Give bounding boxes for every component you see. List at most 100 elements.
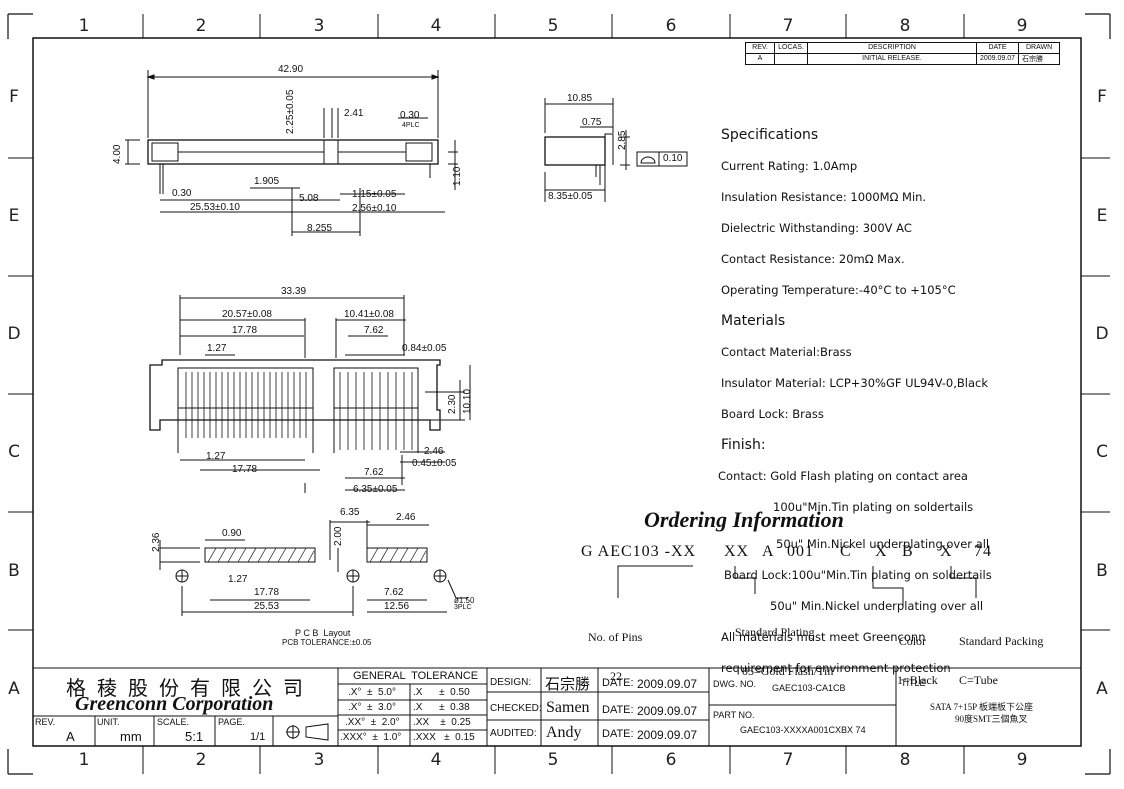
zone-col-3-bottom: 3 xyxy=(313,750,325,770)
dim-10-10: 10.10 xyxy=(462,388,473,414)
order-label-color: Color 1=Black xyxy=(887,609,938,700)
pcb-tolerance: PCB TOLERANCE:±0.05 xyxy=(282,638,372,647)
zone-row-f: F xyxy=(9,87,19,107)
dim-4plc: 4PLC xyxy=(402,122,420,129)
materials-heading: Materials xyxy=(721,312,786,329)
order-label-packing-title: Standard Packing xyxy=(959,634,1044,648)
dim-17-78-bottom: 17.78 xyxy=(232,464,258,475)
dim-10-85: 10.85 xyxy=(567,93,593,104)
spec-line: Dielectric Withstanding: 300V AC xyxy=(721,220,912,235)
order-label-pins-value: 22 xyxy=(610,669,622,683)
dim-0-75: 0.75 xyxy=(582,117,602,128)
pcb-dim-0-90: 0.90 xyxy=(222,528,242,539)
dim-2-25: 2.25±0.05 xyxy=(285,89,296,134)
checked-label: CHECKED: xyxy=(490,703,542,714)
order-label-plating-title: Standard Plating xyxy=(734,625,815,639)
unit-label: UNIT. xyxy=(97,717,120,727)
drawn-cell: 石宗勝 xyxy=(1018,53,1061,65)
finish-line: Board Lock:100u"Min.Tin plating on solde… xyxy=(724,567,992,582)
order-code-a: A xyxy=(762,543,775,560)
order-code-001: 001 xyxy=(787,543,814,560)
zone-col-9: 9 xyxy=(1016,16,1028,36)
finish-heading: Finish: xyxy=(721,436,766,453)
zone-col-1: 1 xyxy=(78,16,90,36)
zone-row-e: E xyxy=(8,206,20,226)
zone-col-4: 4 xyxy=(430,16,442,36)
dim-7-62-top: 7.62 xyxy=(364,325,384,336)
design-date: 2009.09.07 xyxy=(637,677,698,691)
spec-line: Insulation Resistance: 1000MΩ Min. xyxy=(721,189,927,204)
pcb-dim-3plc: 3PLC xyxy=(454,604,472,611)
order-code-c: C xyxy=(840,543,852,560)
order-label-packing-value: C=Tube xyxy=(959,673,999,687)
zone-row-c: C xyxy=(8,442,20,462)
material-line: Board Lock: Brass xyxy=(721,406,824,421)
zone-row-a-right: A xyxy=(1096,679,1108,699)
title-line-2: 90度SMT三個魚叉 xyxy=(955,714,1028,724)
tolerance-linear-3: .XX ± 0.25 xyxy=(413,717,471,728)
checked-date-label: DATE: xyxy=(602,704,634,716)
zone-col-9-bottom: 9 xyxy=(1016,750,1028,770)
front-view-drawing xyxy=(149,295,471,493)
dim-33-39: 33.39 xyxy=(281,286,307,297)
dim-0-30-bottom: 0.30 xyxy=(172,188,192,199)
dim-2-46: 2.46 xyxy=(424,446,444,457)
pcb-dim-2-46: 2.46 xyxy=(396,512,416,523)
title-label: TITLE xyxy=(901,678,926,688)
audited-date: 2009.09.07 xyxy=(637,728,698,742)
pcb-layout-drawing xyxy=(159,520,468,616)
spec-line: Contact Resistance: 20mΩ Max. xyxy=(721,251,905,266)
contact-pins xyxy=(185,372,413,450)
zone-col-2-bottom: 2 xyxy=(195,750,207,770)
finish-line: requirement for environment protection xyxy=(721,660,951,675)
spec-line: Operating Temperature:-40°C to +105°C xyxy=(721,282,956,297)
material-line: Contact Material:Brass xyxy=(721,344,852,359)
scale-value: 5:1 xyxy=(185,729,204,744)
unit-value: mm xyxy=(120,729,142,744)
order-label-plating: Standard Plating 05=Gold Flash/Tin xyxy=(716,600,834,691)
company-name-cn: 格 稜 股 份 有 限 公 司 xyxy=(66,678,306,700)
dim-0-84: 0.84±0.05 xyxy=(402,343,447,354)
tolerance-angle-2: .X° ± 3.0° xyxy=(348,702,396,713)
zone-row-d-right: D xyxy=(1095,324,1109,344)
dim-25-53: 25.53±0.10 xyxy=(190,202,240,213)
order-code-b: B xyxy=(902,543,914,560)
order-code-color: X xyxy=(875,543,888,560)
order-code-plating: XX xyxy=(724,543,750,560)
finish-line: 50u" Min.Nickel underplating over all xyxy=(770,598,984,613)
order-code-74: 74 xyxy=(974,543,992,560)
tolerance-angle-3: .XX° ± 2.0° xyxy=(345,717,400,728)
zone-col-6-bottom: 6 xyxy=(665,750,677,770)
order-label-color-title: Color xyxy=(898,634,927,648)
dim-2-41: 2.41 xyxy=(344,108,364,119)
dim-2-30: 2.30 xyxy=(447,394,458,414)
dwg-no-value: GAEC103-CA1CB xyxy=(772,683,846,693)
pcb-dim-2-36: 2.36 xyxy=(151,532,162,552)
dim-5-08: 5.08 xyxy=(299,193,319,204)
tolerance-linear-2: .X ± 0.38 xyxy=(413,702,470,713)
dim-1-905: 1.905 xyxy=(254,176,280,187)
dim-1-27-bottom: 1.27 xyxy=(206,451,226,462)
dim-4-00: 4.00 xyxy=(112,144,123,164)
zone-col-7: 7 xyxy=(782,16,794,36)
zone-col-8-bottom: 8 xyxy=(899,750,911,770)
dim-20-57: 20.57±0.08 xyxy=(222,309,272,320)
order-label-pins: No. of Pins 22 xyxy=(588,605,642,696)
dwg-no-label: DWG. NO. xyxy=(713,679,756,689)
zone-col-8: 8 xyxy=(899,16,911,36)
order-label-plating-value: 05=Gold Flash/Tin xyxy=(742,664,834,678)
tolerance-linear-4: .XXX ± 0.15 xyxy=(413,732,475,743)
dim-1-27-top: 1.27 xyxy=(207,343,227,354)
order-code-base: G AEC103 -XX xyxy=(581,543,697,560)
company-name-en: Greenconn Corporation xyxy=(75,693,274,715)
rev-value: A xyxy=(66,729,75,744)
checked-value: Samen xyxy=(546,699,590,716)
pcb-layout-title: P C B Layout xyxy=(295,628,351,638)
dim-2-85: 2.85 xyxy=(617,130,628,150)
zone-row-b-right: B xyxy=(1096,561,1108,581)
pcb-dim-12-56: 12.56 xyxy=(384,601,410,612)
zone-row-a: A xyxy=(8,679,20,699)
ordering-title: Ordering Information xyxy=(644,507,844,532)
tolerance-title: GENERAL TOLERANCE xyxy=(353,670,479,682)
